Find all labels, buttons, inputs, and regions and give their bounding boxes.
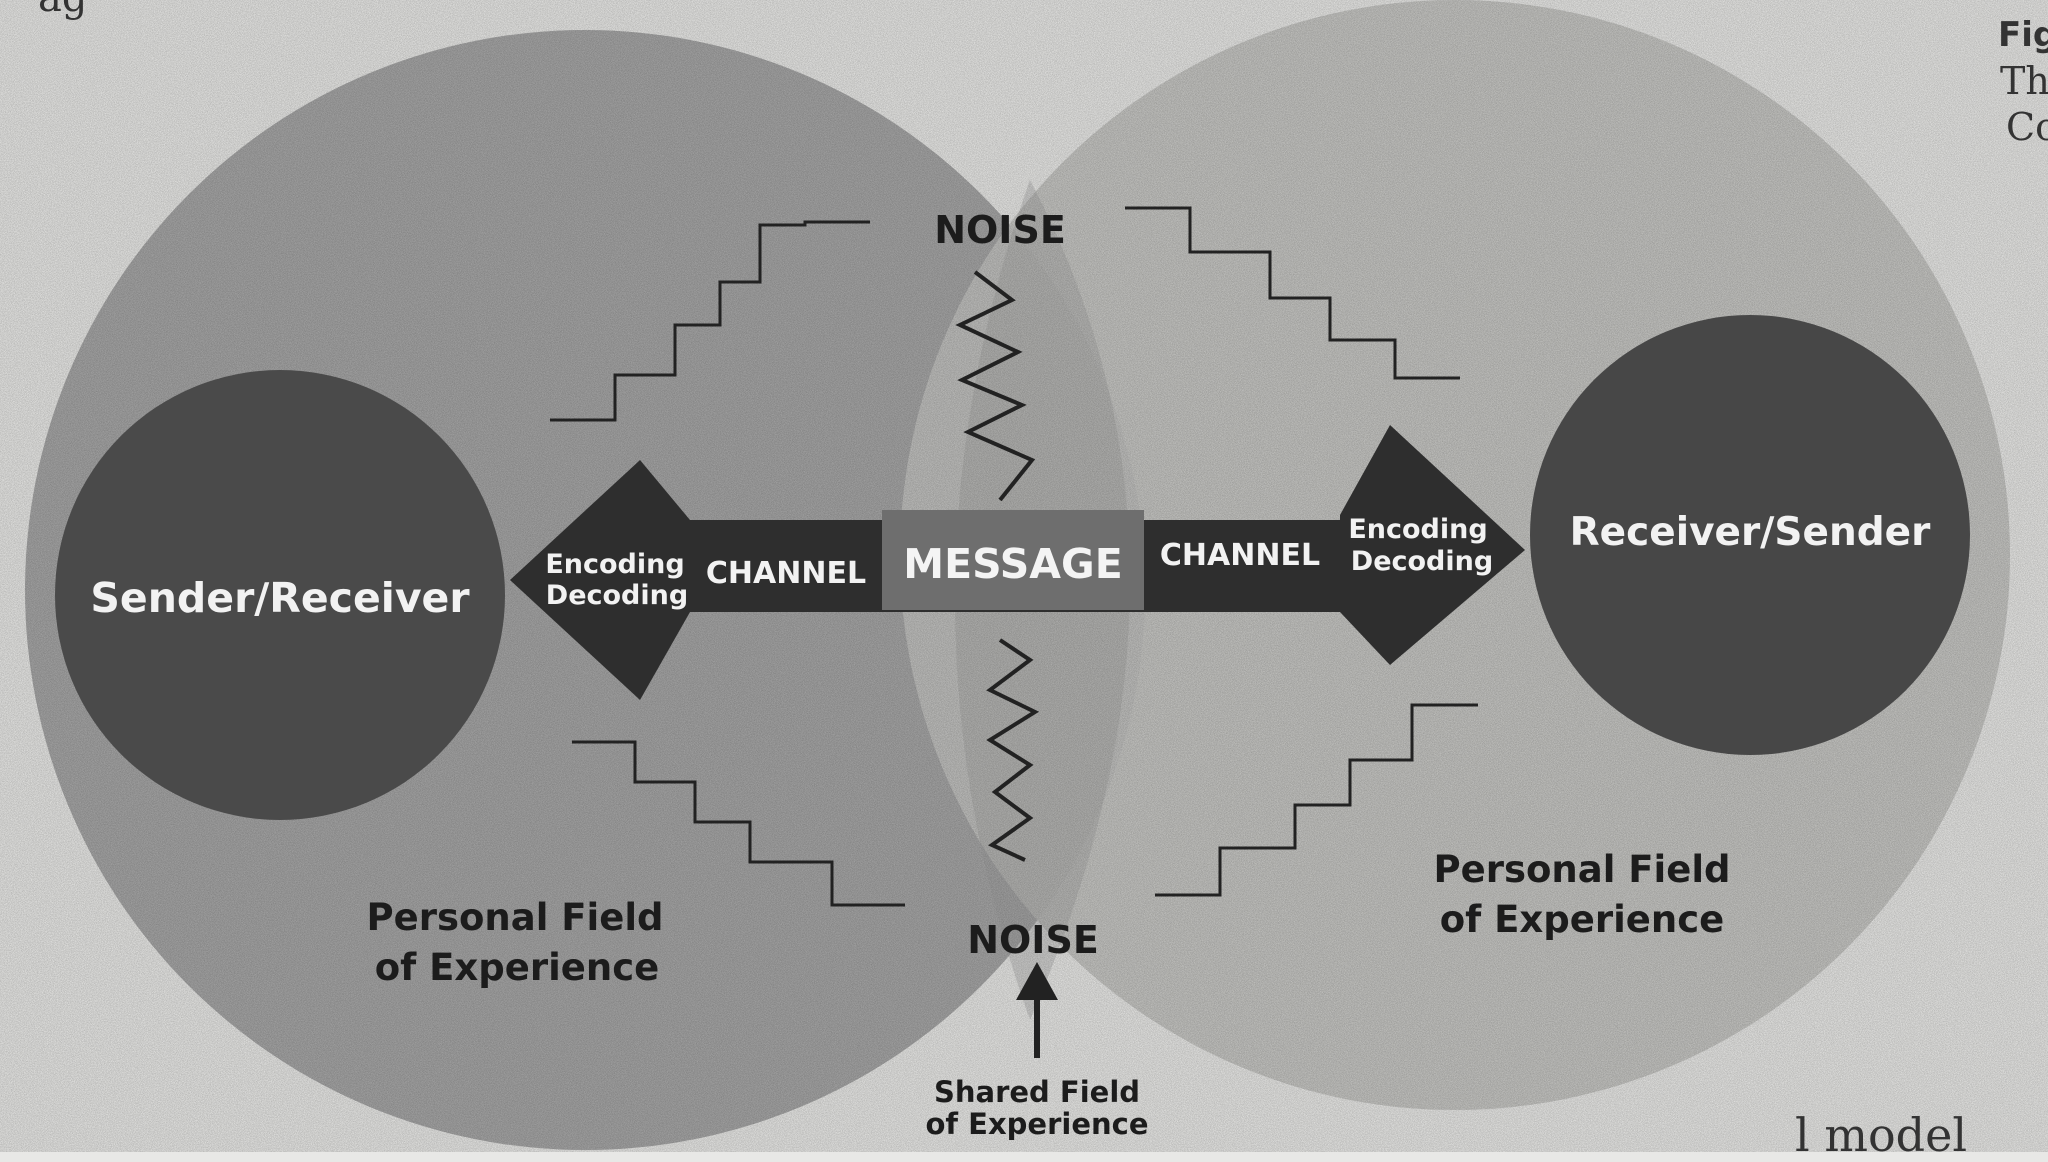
right-arrow-encoding: Encoding — [1348, 514, 1487, 545]
left-field-label-line2: of Experience — [375, 946, 660, 989]
staircase-top-right — [1125, 206, 1460, 380]
noise-top-label: NOISE — [934, 208, 1066, 252]
right-field-label-line2: of Experience — [1440, 898, 1725, 941]
left-field-label-line1: Personal Field — [367, 896, 664, 939]
left-arrow-encoding: Encoding — [545, 549, 684, 580]
margin-body-text-bottom: l model — [1795, 1108, 1968, 1162]
message-box — [882, 510, 1144, 610]
margin-caption-line2: Th — [2000, 59, 2048, 103]
margin-caption-line3: Co — [2006, 105, 2048, 149]
right-field-label-line1: Personal Field — [1434, 848, 1731, 891]
shared-field-label-line1: Shared Field — [934, 1075, 1140, 1109]
left-channel-label: CHANNEL — [706, 556, 866, 591]
sender-receiver-circle — [55, 370, 505, 820]
receiver-sender-circle — [1530, 315, 1970, 755]
left-arrow-decoding: Decoding — [546, 580, 688, 611]
right-arrow-decoding: Decoding — [1351, 546, 1493, 577]
right-arrowhead — [1340, 425, 1525, 665]
message-label: MESSAGE — [903, 540, 1122, 588]
staircase-top-left — [550, 220, 870, 422]
left-arrowhead — [510, 460, 690, 700]
staircase-bottom-left — [572, 740, 905, 907]
left-circle-label: Sender/Receiver — [90, 574, 470, 622]
right-circle-label: Receiver/Sender — [1570, 510, 1931, 555]
shared-field-label-line2: of Experience — [926, 1107, 1149, 1141]
shared-field-arrowhead — [1016, 962, 1058, 1000]
noise-zigzag-bottom — [986, 638, 1040, 862]
noise-bottom-label: NOISE — [967, 918, 1099, 962]
noise-zigzag-top — [955, 270, 1036, 502]
margin-fragment-top-left: ag — [38, 0, 87, 18]
right-channel-label: CHANNEL — [1160, 538, 1320, 573]
margin-caption-line1: Fig — [1998, 15, 2048, 55]
staircase-bottom-right — [1155, 703, 1478, 897]
